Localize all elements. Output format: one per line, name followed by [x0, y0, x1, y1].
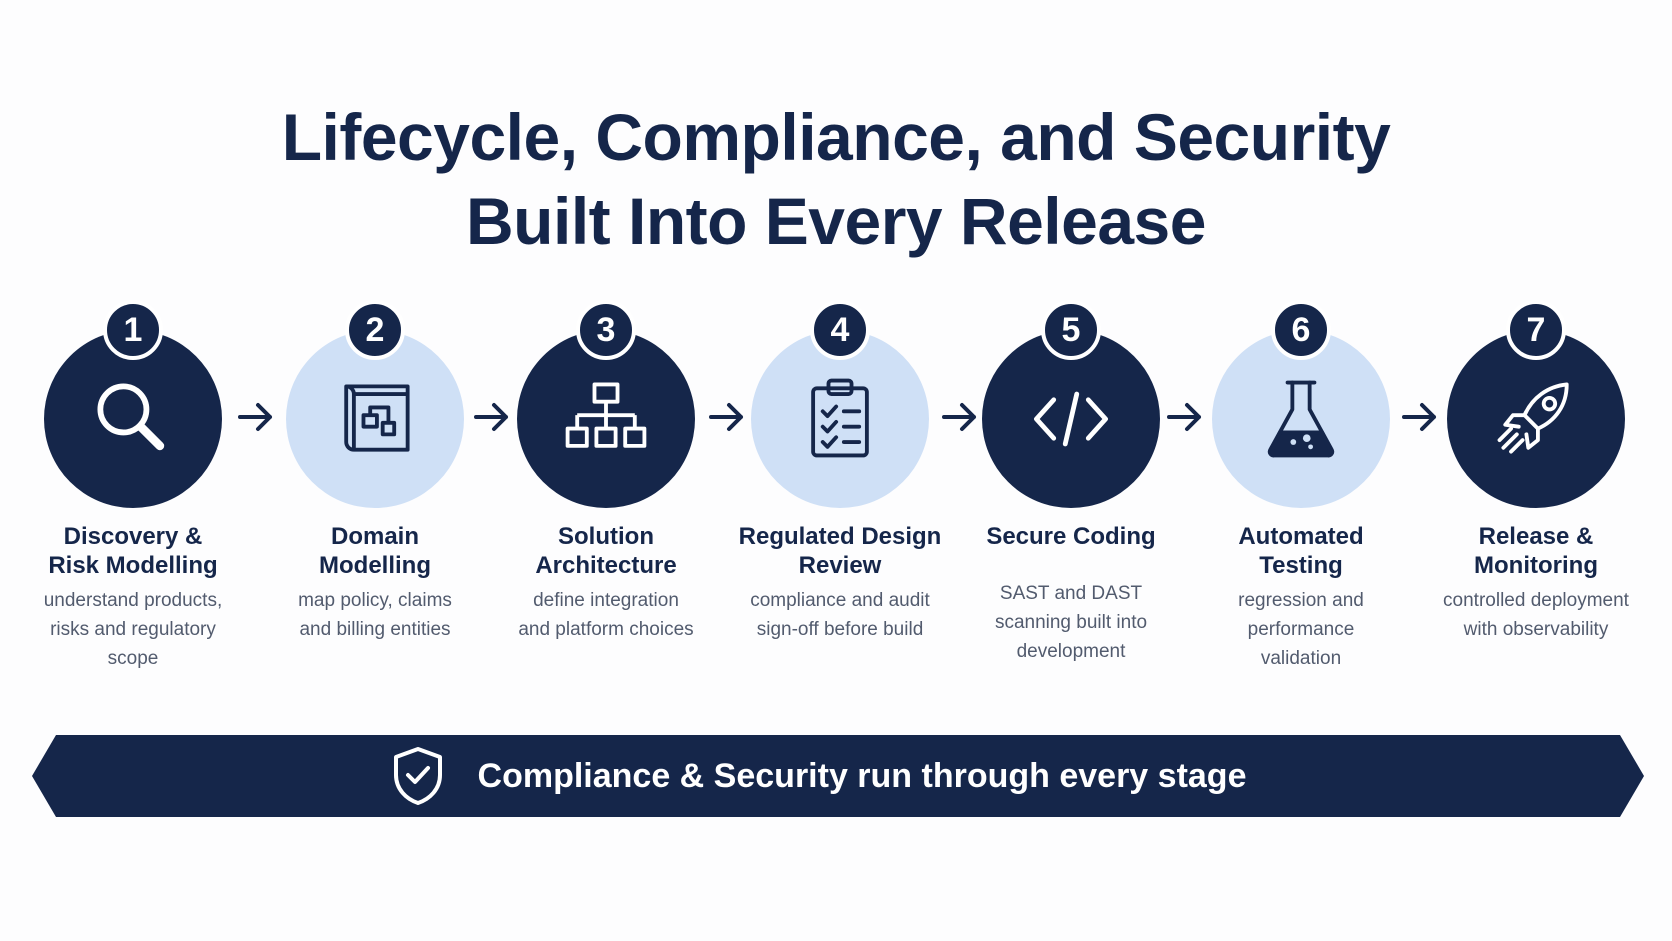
step-description: define integration and platform choices	[518, 590, 694, 640]
step-number-badge: 3	[576, 300, 636, 360]
step-title: Secure Coding	[986, 523, 1156, 550]
step-title: Regulated Design Review	[738, 523, 942, 579]
step-number-badge: 4	[810, 300, 870, 360]
clipboard-checklist-icon	[811, 378, 869, 458]
step-title: Release & Monitoring	[1474, 523, 1598, 579]
step-description: compliance and audit sign-off before bui…	[750, 590, 930, 640]
shield-check-icon	[393, 747, 442, 805]
step-discovery: 1 Discovery & Risk Modelling understand …	[8, 300, 258, 700]
step-description: SAST and DAST scanning built into develo…	[994, 583, 1148, 662]
arrow-right-icon	[238, 403, 272, 431]
step-number-badge: 2	[345, 300, 405, 360]
step-description: regression and performance validation	[1238, 590, 1364, 669]
step-title: Domain Modelling	[319, 523, 431, 579]
arrow-right-icon	[1167, 403, 1201, 431]
title-line-2: Built Into Every Release	[466, 184, 1206, 258]
arrow-right-icon	[1402, 403, 1436, 431]
title-line-1: Lifecycle, Compliance, and Security	[281, 100, 1391, 174]
step-description: understand products, risks and regulator…	[43, 590, 223, 669]
step-description: controlled deployment with observability	[1443, 590, 1629, 640]
step-automated-testing: 6 Automated Testing regression and perfo…	[1176, 300, 1426, 700]
step-release-monitoring: 7 Release & Monitoring controlled deploy…	[1411, 300, 1661, 700]
step-number-badge: 6	[1271, 300, 1331, 360]
step-regulated-design-review: 4 Regulated Design Review compliance and…	[715, 300, 965, 700]
blueprint-icon	[344, 384, 410, 452]
banner-text: Compliance & Security run through every …	[477, 756, 1247, 795]
step-domain-modelling: 2 Domain Modelling map policy, claims an…	[250, 300, 500, 700]
step-title: Automated Testing	[1238, 523, 1364, 579]
code-icon	[1034, 391, 1108, 447]
arrow-right-icon	[474, 403, 508, 431]
step-number-badge: 1	[103, 300, 163, 360]
hierarchy-icon	[565, 382, 647, 448]
step-solution-architecture: 3 Solution Architecture define integrati…	[481, 300, 731, 700]
arrow-right-icon	[709, 403, 743, 431]
step-title: Discovery & Risk Modelling	[48, 523, 218, 579]
magnifier-icon	[97, 383, 165, 451]
page-title: Lifecycle, Compliance, and Security Buil…	[0, 95, 1672, 263]
step-title: Solution Architecture	[535, 523, 677, 579]
step-number-badge: 7	[1506, 300, 1566, 360]
step-description: map policy, claims and billing entities	[298, 590, 452, 640]
step-number-badge: 5	[1041, 300, 1101, 360]
arrow-right-icon	[942, 403, 976, 431]
flask-icon	[1267, 380, 1335, 458]
compliance-banner: Compliance & Security run through every …	[32, 735, 1644, 817]
rocket-icon	[1497, 382, 1569, 454]
step-secure-coding: 5 Secure Coding SAST and DAST scanning b…	[946, 300, 1196, 700]
